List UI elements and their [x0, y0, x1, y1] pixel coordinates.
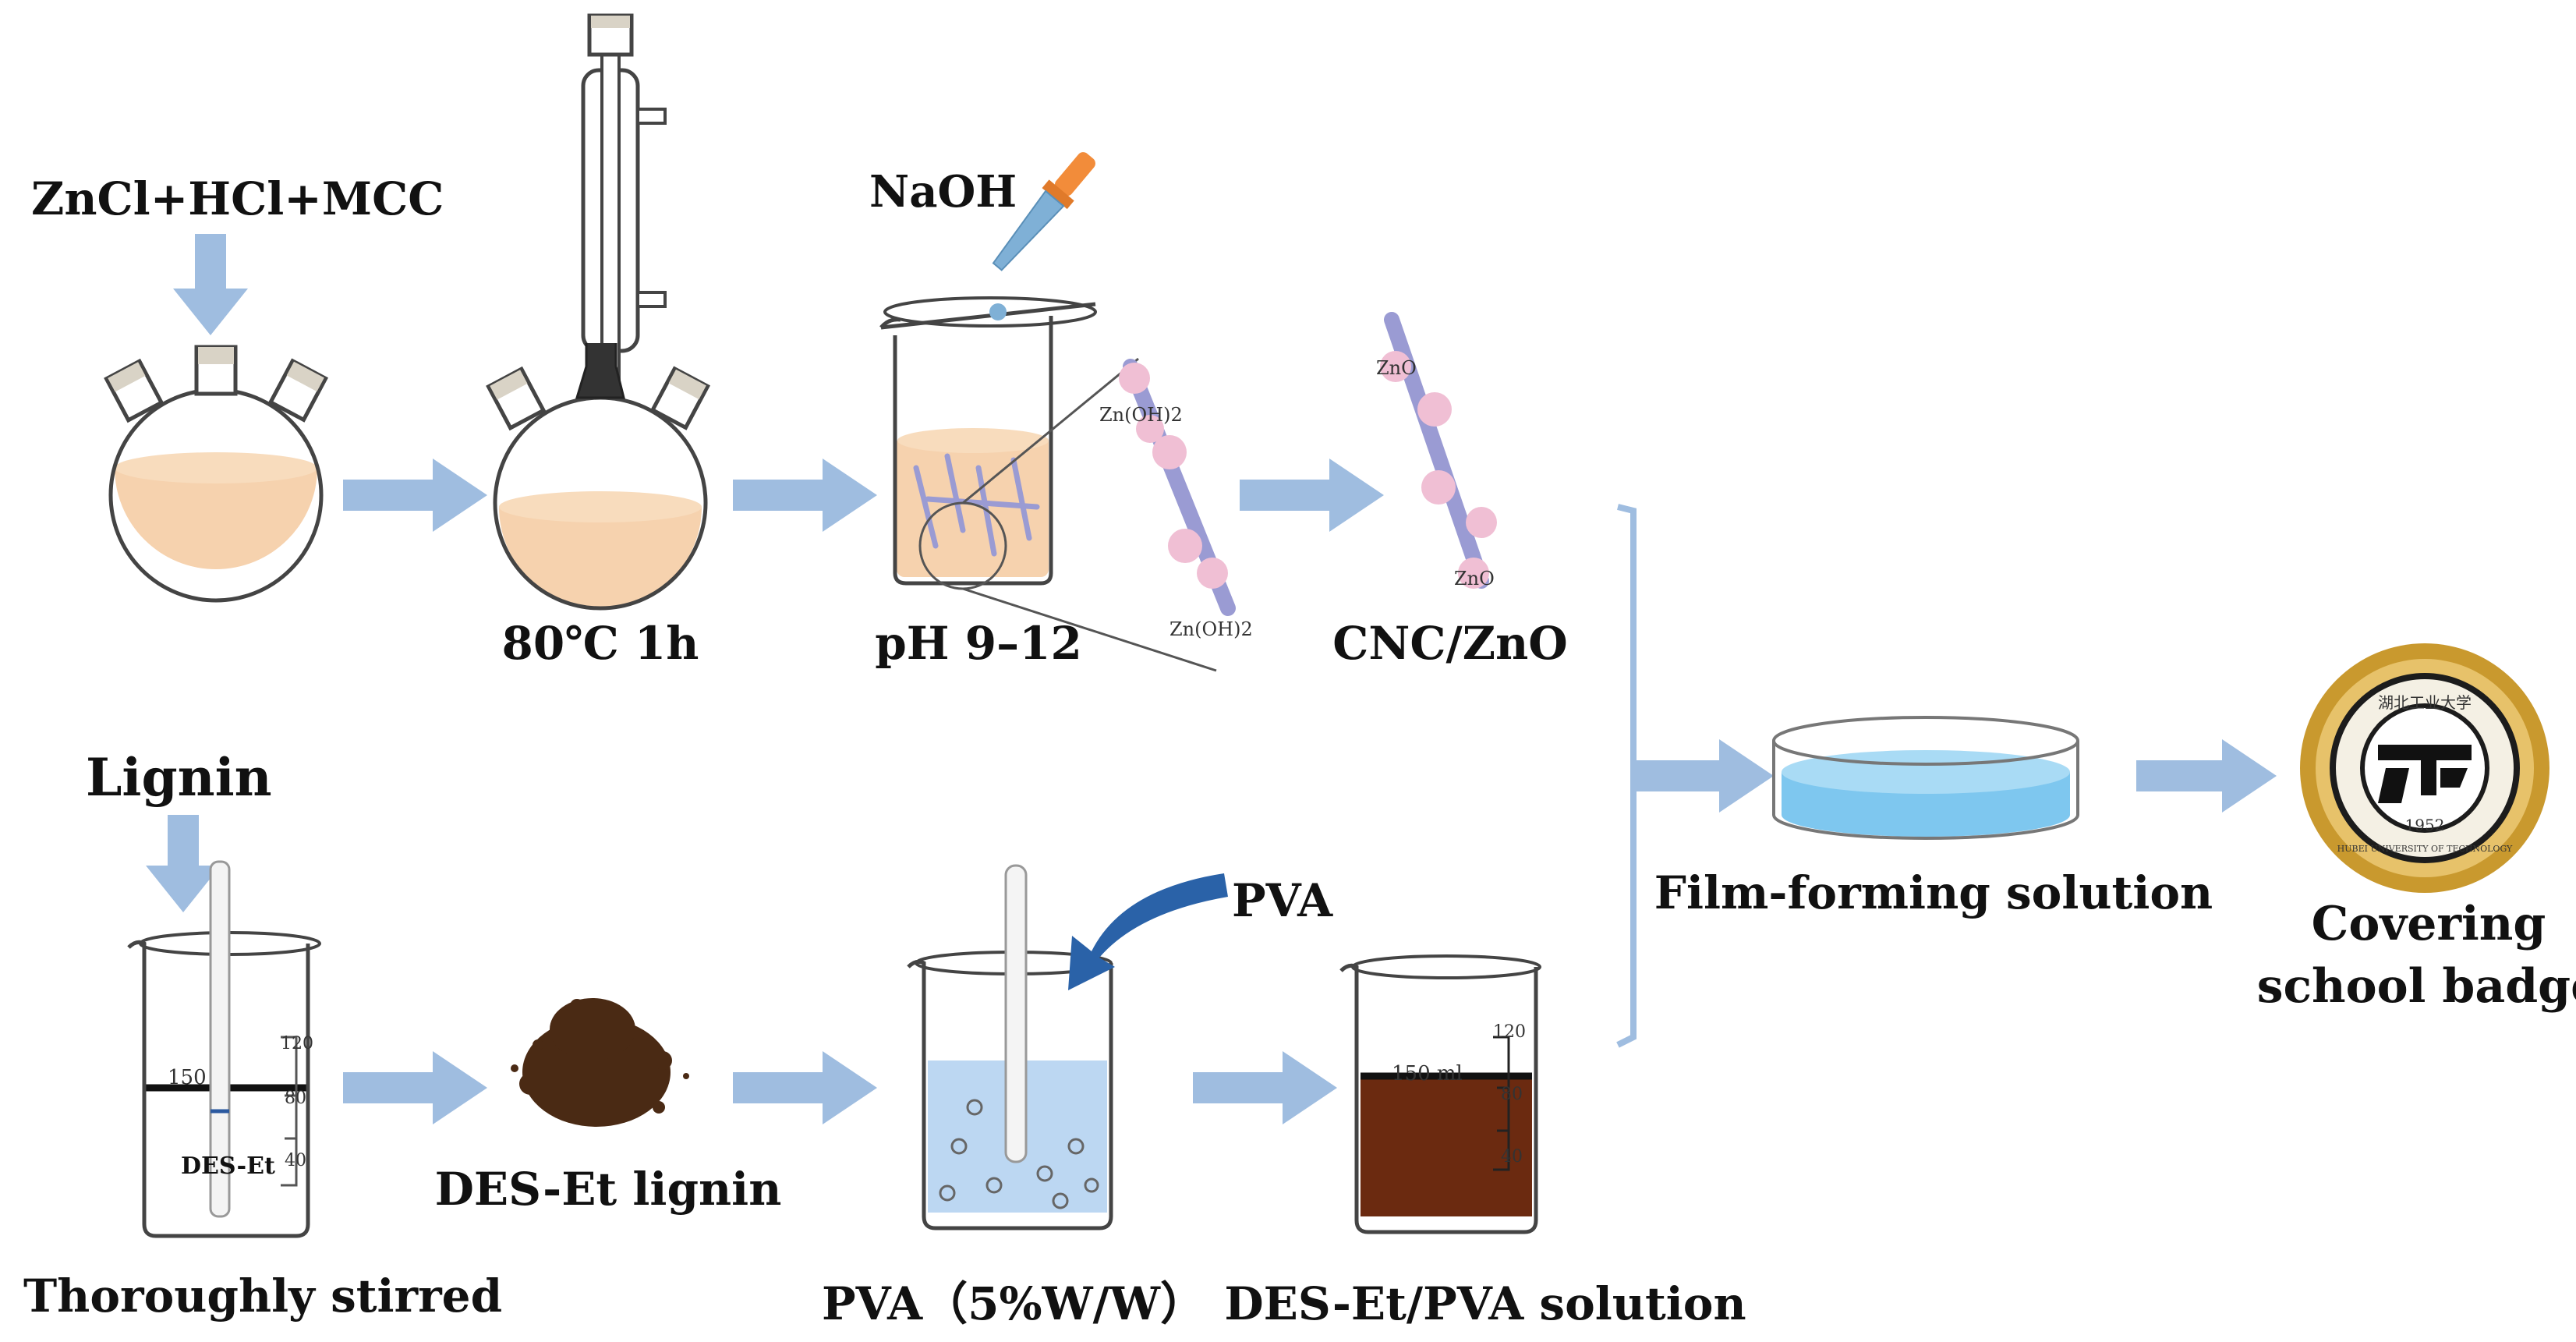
petri-dish — [1772, 716, 2079, 840]
stir-beaker-m40: 40 — [285, 1151, 306, 1170]
reflux-flask — [486, 13, 711, 611]
pva-beaker — [907, 864, 1113, 1230]
lignin-label: Lignin — [86, 747, 272, 808]
arrow-flask-to-reflux — [343, 459, 487, 532]
zn-oh-label-bottom: Zn(OH)2 — [1169, 618, 1253, 640]
stir-beaker-m80: 80 — [285, 1089, 306, 1108]
zn-oh-rod — [1119, 359, 1236, 616]
arrow-pva-to-solution — [1193, 1051, 1337, 1124]
stir-beaker — [127, 860, 321, 1238]
stir-beaker-m120: 120 — [281, 1034, 313, 1053]
reaction-beaker — [879, 296, 1217, 672]
arrow-down-reagents — [173, 234, 248, 335]
pva-arrow-label: PVA — [1232, 874, 1333, 927]
arrow-lignin-to-pva — [733, 1051, 877, 1124]
arrow-bracket-to-film — [1633, 739, 1774, 813]
zn-oh-label-top: Zn(OH)2 — [1099, 404, 1183, 426]
badge-ring-text: HUBEI UNIVERSITY OF TECHNOLOGY — [2337, 844, 2513, 854]
des-et-lignin-label: DES-Et lignin — [435, 1163, 782, 1216]
droplet — [989, 303, 1007, 320]
lignin-powder — [511, 998, 689, 1127]
zno-label-bottom: ZnO — [1454, 568, 1495, 590]
school-badge — [2300, 643, 2549, 893]
badge-year: 1952 — [2405, 816, 2445, 834]
cnc-zno-label: CNC/ZnO — [1332, 617, 1568, 670]
cnc-zno-rod — [1380, 312, 1497, 589]
pva-curved-arrow — [1068, 873, 1228, 990]
stirred-label: Thoroughly stirred — [23, 1269, 502, 1323]
film-forming-label: Film-forming solution — [1654, 866, 2213, 919]
naoh-label: NaOH — [869, 166, 1017, 218]
stir-beaker-content: DES-Et — [181, 1153, 275, 1180]
arrow-reflux-to-beaker — [733, 459, 877, 532]
ph-label: pH 9–12 — [875, 617, 1082, 670]
reflux-condition-label: 80℃ 1h — [502, 617, 699, 670]
reagents-label: ZnCl+HCl+MCC — [31, 172, 444, 225]
three-neck-flask-1 — [104, 345, 329, 603]
des-pva-beaker — [1339, 954, 1541, 1234]
zno-label-top: ZnO — [1376, 357, 1417, 379]
dropper-icon — [992, 152, 1095, 271]
arrow-film-to-badge — [2136, 739, 2277, 813]
des-pva-solution-label: DES-Et/PVA solution — [1224, 1277, 1746, 1330]
pva-concentration-label: PVA（5%W/W） — [822, 1277, 1205, 1330]
flow-arrows — [146, 234, 2277, 1124]
product-beaker-m80: 80 — [1501, 1085, 1523, 1104]
merge-bracket — [1616, 504, 1637, 1048]
university-emblem-icon — [2378, 745, 2472, 803]
badge-script-text: 湖北工业大学 — [2378, 693, 2472, 712]
pva-rod — [1004, 864, 1028, 1163]
covering-label-1: Covering — [2312, 897, 2546, 951]
product-beaker-m120: 120 — [1493, 1022, 1526, 1042]
covering-label-2: school badge — [2257, 959, 2576, 1014]
arrow-beaker-to-cnc — [1240, 459, 1384, 532]
condenser-inner — [600, 45, 621, 391]
arrow-stir-to-lignin — [343, 1051, 487, 1124]
product-beaker-m40: 40 — [1501, 1147, 1523, 1167]
stir-rod — [209, 860, 231, 1218]
arrow-down-lignin — [146, 815, 221, 912]
stir-beaker-volume: 150 — [168, 1066, 207, 1089]
product-beaker-volume: 150 ml — [1392, 1062, 1463, 1085]
